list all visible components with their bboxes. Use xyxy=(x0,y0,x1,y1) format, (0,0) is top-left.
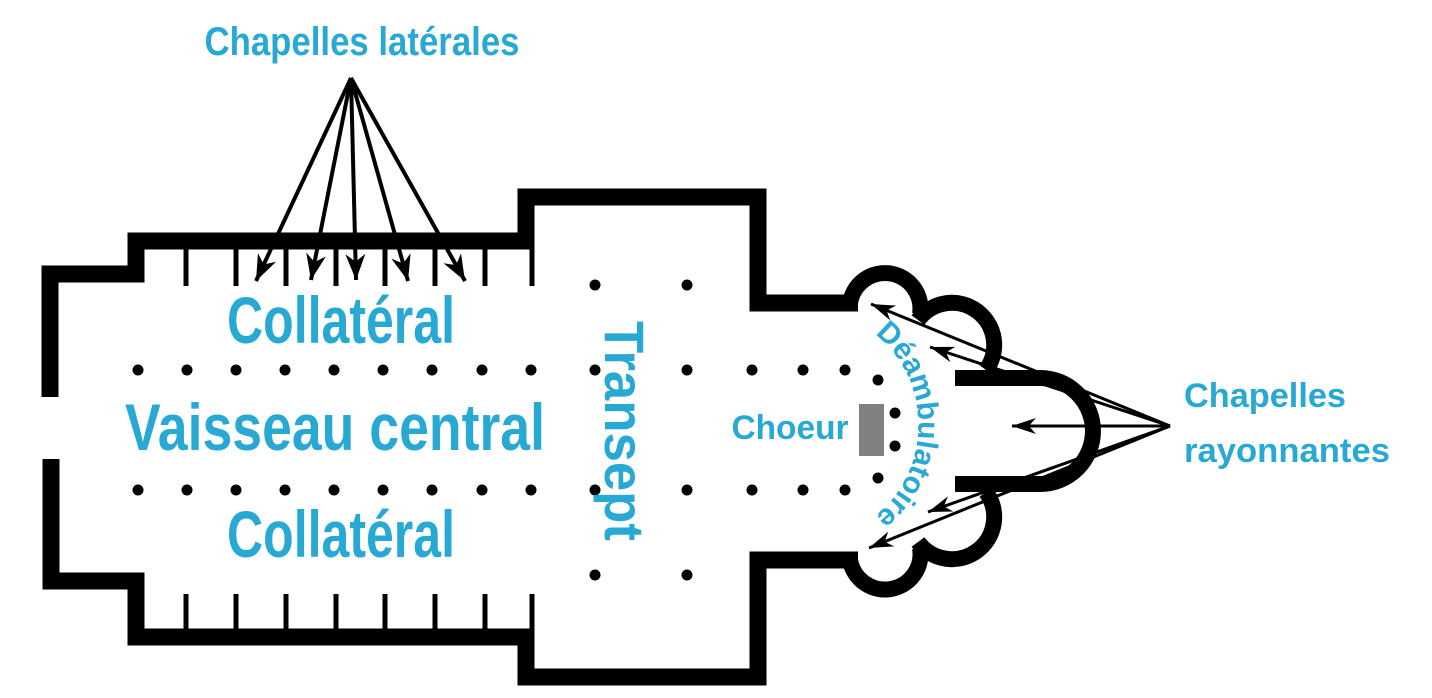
pier xyxy=(476,484,488,496)
south-chapel-dividers xyxy=(183,594,535,634)
label-collateral-north: Collatéral xyxy=(227,283,455,357)
arrow-head xyxy=(871,304,897,321)
radiating-chapel-4 xyxy=(911,487,1003,568)
piers xyxy=(132,279,901,581)
pier xyxy=(681,484,693,496)
pier xyxy=(839,484,851,496)
arrow-head xyxy=(1012,418,1036,434)
pier xyxy=(132,484,144,496)
arrow-shaft xyxy=(309,77,353,281)
west-wall-south xyxy=(42,459,858,686)
pier xyxy=(681,364,693,376)
pier xyxy=(328,364,340,376)
pier xyxy=(230,484,242,496)
pier xyxy=(839,364,851,376)
pier xyxy=(132,364,144,376)
pier xyxy=(279,364,291,376)
arrow-shaft xyxy=(929,345,1171,428)
pier xyxy=(279,484,291,496)
arrow-shaft xyxy=(349,77,410,282)
label-transept: Transept xyxy=(593,321,656,541)
arrow-head xyxy=(443,253,465,281)
arrow-shaft xyxy=(868,424,1171,550)
label-collateral-south: Collatéral xyxy=(227,497,455,571)
arrow-head xyxy=(256,253,277,281)
pier xyxy=(476,364,488,376)
radiating-chapel-arrows xyxy=(868,302,1171,550)
pier xyxy=(746,364,758,376)
arrow-head xyxy=(930,346,956,363)
pier xyxy=(181,364,193,376)
pier xyxy=(328,484,340,496)
label-chapelles-laterales: Chapelles latérales xyxy=(205,20,520,64)
pier xyxy=(377,364,389,376)
west-wall-north xyxy=(41,188,858,397)
arrow-shaft xyxy=(927,424,1171,514)
pier xyxy=(681,569,693,581)
label-chapelles-rayonnantes-1: Chapelles xyxy=(1184,377,1346,415)
arrow-shaft xyxy=(254,77,353,282)
pier xyxy=(589,569,601,581)
arrow-head xyxy=(306,252,326,280)
radiating-chapel-5 xyxy=(842,546,929,598)
label-choeur: Choeur xyxy=(732,409,849,447)
altar xyxy=(859,404,884,456)
north-chapel-dividers xyxy=(183,245,535,286)
arrow-head xyxy=(391,253,411,281)
lateral-chapel-arrows xyxy=(254,77,467,282)
pier xyxy=(525,364,537,376)
pier xyxy=(426,484,438,496)
pier xyxy=(377,484,389,496)
pier xyxy=(746,484,758,496)
label-chapelles-rayonnantes-2: rayonnantes xyxy=(1184,432,1390,470)
pier xyxy=(872,472,884,484)
radiating-chapel-2 xyxy=(911,294,1003,375)
arrow-shaft xyxy=(349,77,467,282)
pier xyxy=(797,484,809,496)
arrow-shaft xyxy=(870,302,1171,428)
pier xyxy=(589,279,601,291)
pier xyxy=(681,279,693,291)
pier xyxy=(230,364,242,376)
pier xyxy=(181,484,193,496)
arrow-head xyxy=(869,531,895,548)
pier xyxy=(872,374,884,386)
arrow-head xyxy=(345,253,366,280)
label-vaisseau-central: Vaisseau central xyxy=(125,390,545,464)
pier xyxy=(797,364,809,376)
pier xyxy=(889,407,901,419)
arrow-shaft xyxy=(349,77,358,281)
pier xyxy=(426,364,438,376)
pier xyxy=(589,364,601,376)
pier xyxy=(525,484,537,496)
pier xyxy=(589,484,601,496)
arrow-head xyxy=(928,496,954,512)
pier xyxy=(889,440,901,452)
radiating-chapel-1 xyxy=(842,265,929,316)
